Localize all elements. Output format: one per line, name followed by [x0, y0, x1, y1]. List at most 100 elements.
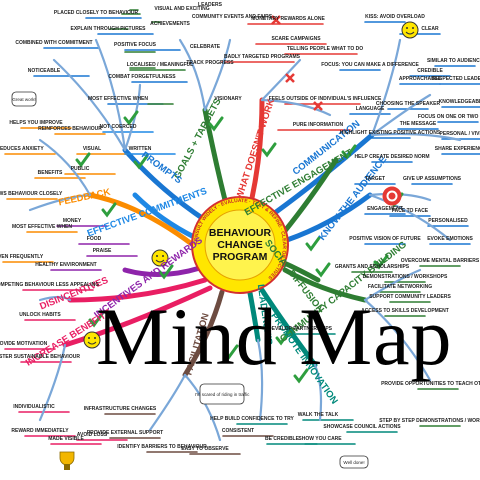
leaf-label-give-up-assumptions: Give up assumptions	[403, 176, 462, 182]
leaf-label-foster-sustainable-behaviour: Foster sustainable behaviour	[0, 354, 80, 360]
leaf-label-visionary: Visionary	[214, 96, 242, 102]
leaf-label-celebrate: Celebrate	[190, 44, 221, 50]
leaf-label-localised-meaningful: Localised / meaningful	[127, 62, 193, 68]
leaf-label-step-by-step-demonstrations-workshops: Step by step demonstrations / workshops	[379, 418, 480, 424]
sub-branch-line-4	[203, 38, 232, 112]
leaf-label-facilitate-networking: Facilitate networking	[368, 284, 432, 290]
leaf-label-infrastructure-changes: Infrastructure changes	[84, 406, 157, 412]
leaf-label-praise: Praise	[93, 248, 112, 254]
sub-branch-line-11	[368, 193, 452, 242]
leaf-label-approachable: Approachable	[399, 76, 442, 82]
center-title-line-2: CHANGE	[217, 239, 263, 251]
bubble-scared-traffic-text: I'm scared of riding in traffic	[195, 392, 251, 397]
leaf-label-credible: Credible	[417, 68, 443, 74]
sub-branch-line-20	[313, 363, 323, 422]
leaf-label-positive-focus: Positive focus	[114, 42, 157, 48]
leaf-label-be-credible: Be credible	[265, 436, 300, 442]
bubble-well-done: Well done!	[339, 455, 369, 469]
leaf-label-given-frequently: Given frequently	[0, 254, 44, 260]
leaf-label-feels-outside-of-individual-s-influence: Feels outside of individual's influence	[269, 96, 382, 102]
leaf-label-scare-campaigns: Scare campaigns	[271, 36, 321, 42]
leaf-label-help-create-desired-norm: Help create desired norm	[354, 154, 429, 160]
checkmark-icon	[133, 154, 149, 170]
checkmark-icon	[275, 330, 291, 346]
leaf-label-share-experiences: Share experiences	[435, 146, 480, 152]
leaf-label-most-effective-when: Most effective when	[88, 96, 148, 102]
leaf-label-visual-and-exciting: Visual and exciting	[154, 6, 209, 12]
sub-branch-line-7	[370, 38, 402, 137]
leaf-label-track-progress: Track progress	[186, 60, 234, 66]
mind-map-overlay-title: Mind Map	[96, 291, 453, 382]
sub-branch-line-14	[38, 138, 92, 197]
cross-icon	[271, 15, 281, 25]
branch-line-prompts	[122, 147, 208, 223]
smiley-icon	[83, 331, 101, 349]
branch-line-leadership	[247, 290, 261, 343]
leaf-label-highlight-existing-positive-actions: Highlight existing positive actions	[340, 130, 441, 136]
leaf-label-overcome-mental-barriers: Overcome mental barriers	[401, 258, 480, 264]
leaf-label-clear: Clear	[421, 26, 439, 32]
branch-label-feedback: FEEDBACK	[58, 187, 112, 209]
leaf-label-provide-opportunities-to-teach-others: Provide opportunities to teach others	[381, 381, 480, 387]
leaf-label-food: Food	[87, 236, 102, 242]
sub-branch-line-12	[363, 268, 422, 302]
leaf-label-written: Written	[129, 146, 152, 152]
leaf-label-personal-vivid: Personal / vivid	[440, 131, 480, 137]
checkmark-icon	[305, 236, 321, 252]
leaf-label-access-to-skills-development: Access to skills development	[361, 308, 449, 314]
branch-line-what-doesn-t-work	[249, 97, 265, 201]
leaf-label-showcase-council-actions: Showcase council actions	[323, 424, 401, 430]
branch-line-facilitation	[182, 289, 225, 378]
sub-branch-line-19	[183, 373, 222, 442]
checkmark-icon	[341, 144, 357, 160]
leaf-label-demonstrations-workshops: Demonstrations / workshops	[363, 274, 448, 280]
branch-line-effective-commitments	[132, 192, 199, 241]
checkmark-icon	[208, 116, 224, 132]
leaf-label-unlock-habits: Unlock habits	[19, 312, 61, 318]
leaf-label-focus-on-one-or-two-issues: Focus on one or two issues	[418, 114, 480, 120]
center-node: CONSULT WIDELY · EVALUATE · TEST & REFIN…	[191, 196, 289, 294]
leaf-label-placed-closely-to-behaviour: Placed closely to behaviour	[54, 10, 139, 16]
checkmark-icon	[315, 262, 331, 278]
leaf-label-leaders: Leaders	[198, 2, 223, 8]
sub-branch-line-15	[28, 193, 92, 212]
leaf-label-public: Public	[71, 166, 90, 172]
sub-branch-line-1	[52, 58, 127, 152]
branch-line-community-capacity-building	[282, 267, 368, 303]
decor-icons	[59, 15, 419, 470]
leaf-label-positive-vision-of-future: Positive vision of future	[349, 236, 421, 242]
sub-branch-line-0	[94, 38, 127, 152]
leaf-label-noticeable: Noticeable	[28, 68, 61, 74]
leaf-label-respected-leaders: Respected leaders	[432, 76, 480, 82]
leaf-label-similar-to-audience: Similar to audience	[427, 58, 480, 64]
leaf-label-make-competing-behaviour-less-appealing: Make competing behaviour less appealing	[0, 282, 99, 288]
checkmark-icon	[88, 312, 104, 328]
leaf-label-avoid-loss: Avoid loss	[77, 432, 108, 438]
leaf-label-walk-the-talk: Walk the talk	[298, 412, 339, 418]
checkmark-icon	[158, 264, 174, 280]
smiley-icon	[151, 249, 169, 267]
sub-branch-line-9	[370, 132, 462, 142]
branch-line-disincentives	[67, 277, 208, 303]
branch-line-increase-benefits	[62, 285, 213, 348]
leaf-label-monetary-rewards-alone: Monetary rewards alone	[251, 16, 325, 22]
leaf-label-combined-with-commitment: Combined with commitment	[15, 40, 92, 46]
checkmark-icon	[123, 110, 139, 126]
leaf-label-kiss-avoid-overload: Kiss: avoid overload	[365, 14, 425, 20]
leaf-label-face-to-face: Face to face	[392, 208, 429, 214]
leaf-label-evoke-emotions: Evoke emotions	[427, 236, 473, 242]
leaf-label-provide-motivation: Provide motivation	[0, 341, 48, 347]
leaf-label-help-build-confidence-to-try: Help build confidence to try	[210, 416, 294, 422]
leaf-label-support-community-leaders: Support community leaders	[369, 294, 451, 300]
leaf-label-made-visible: Made visible	[48, 436, 84, 442]
sub-branch-line-18	[148, 373, 187, 432]
leaf-label-individualistic: Individualistic	[13, 404, 55, 410]
leaf-label-choosing-the-speaker: Choosing the speaker	[376, 101, 441, 107]
checkmark-icon	[293, 368, 309, 384]
leaf-label-provide-external-support: Provide external support	[87, 430, 163, 436]
checkmark-icon	[75, 152, 91, 168]
leaf-label-develop-partnerships: Develop partnerships	[268, 326, 333, 332]
leaf-label-not-coerced: Not coerced	[100, 124, 137, 130]
